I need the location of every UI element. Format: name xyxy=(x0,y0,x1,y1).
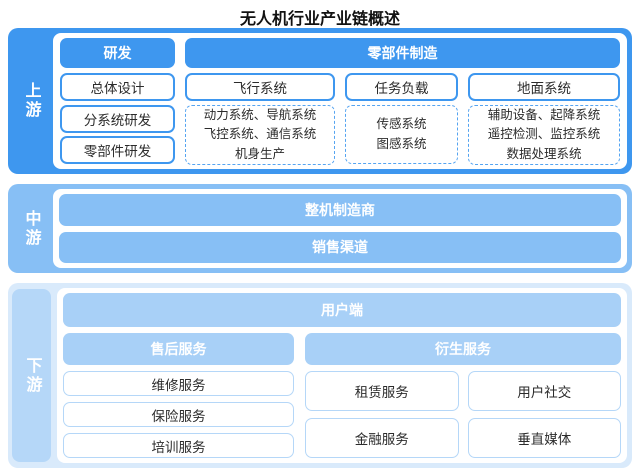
user-side-bar: 用户端 xyxy=(63,293,621,327)
parts-manufacturing-header: 零部件制造 xyxy=(185,38,620,68)
after-sales-column: 售后服务 维修服务 保险服务 培训服务 xyxy=(63,333,294,458)
rnd-item-subsystem-rnd: 分系统研发 xyxy=(60,104,175,133)
upstream-panel: 研发 零部件制造 总体设计 分系统研发 零部件研发 飞行系统 动力系统、导航系统… xyxy=(53,33,627,169)
rnd-column: 总体设计 分系统研发 零部件研发 xyxy=(60,73,175,164)
midstream-label: 中游 xyxy=(8,184,53,273)
after-sales-item-training: 培训服务 xyxy=(63,433,294,458)
derivative-item-finance: 金融服务 xyxy=(305,418,459,458)
upstream-body-row: 总体设计 分系统研发 零部件研发 飞行系统 动力系统、导航系统 飞控系统、通信系… xyxy=(60,73,620,166)
midstream-label-text: 中游 xyxy=(22,209,40,248)
after-sales-item-repair: 维修服务 xyxy=(63,371,294,396)
after-sales-header: 售后服务 xyxy=(63,333,294,365)
after-sales-item-insurance: 保险服务 xyxy=(63,402,294,427)
sales-channel-bar: 销售渠道 xyxy=(59,231,621,263)
downstream-panel: 用户端 售后服务 维修服务 保险服务 培训服务 衍生服务 租赁服务 用户社交 金… xyxy=(57,288,627,463)
midstream-panel: 整机制造商 销售渠道 xyxy=(53,189,627,268)
ground-system-details: 辅助设备、起降系统 遥控检测、监控系统 数据处理系统 xyxy=(468,105,620,166)
downstream-label-text: 下游 xyxy=(23,356,41,395)
ground-system-header: 地面系统 xyxy=(468,73,620,101)
derivative-services-grid: 租赁服务 用户社交 金融服务 垂直媒体 xyxy=(305,371,621,458)
derivative-item-vertical-media: 垂直媒体 xyxy=(467,418,621,458)
flight-system-details: 动力系统、导航系统 飞控系统、通信系统 机身生产 xyxy=(185,105,335,166)
derivative-item-user-social: 用户社交 xyxy=(467,371,621,411)
downstream-columns: 售后服务 维修服务 保险服务 培训服务 衍生服务 租赁服务 用户社交 金融服务 … xyxy=(63,333,621,458)
flight-system-column: 飞行系统 动力系统、导航系统 飞控系统、通信系统 机身生产 xyxy=(185,73,335,166)
rnd-item-parts-rnd: 零部件研发 xyxy=(60,136,175,164)
upstream-label-text: 上游 xyxy=(22,82,40,120)
downstream-label: 下游 xyxy=(12,289,51,462)
upstream-header-row: 研发 零部件制造 xyxy=(60,38,620,68)
mission-payload-details: 传感系统 图感系统 xyxy=(345,105,458,164)
section-midstream: 中游 整机制造商 销售渠道 xyxy=(8,184,632,273)
flight-system-header: 飞行系统 xyxy=(185,73,335,101)
oem-manufacturer-bar: 整机制造商 xyxy=(59,194,621,226)
ground-system-column: 地面系统 辅助设备、起降系统 遥控检测、监控系统 数据处理系统 xyxy=(468,73,620,166)
rnd-item-overall-design: 总体设计 xyxy=(60,73,175,101)
upstream-label: 上游 xyxy=(8,28,53,174)
derivative-item-leasing: 租赁服务 xyxy=(305,371,459,411)
mission-payload-header: 任务负载 xyxy=(345,73,458,101)
section-upstream: 上游 研发 零部件制造 总体设计 分系统研发 零部件研发 飞行系统 动力系统、导… xyxy=(8,28,632,174)
section-downstream: 下游 用户端 售后服务 维修服务 保险服务 培训服务 衍生服务 租赁服务 用户社… xyxy=(8,283,632,468)
derivative-services-column: 衍生服务 租赁服务 用户社交 金融服务 垂直媒体 xyxy=(305,333,621,458)
mission-payload-column: 任务负载 传感系统 图感系统 xyxy=(345,73,458,164)
page-title: 无人机行业产业链概述 xyxy=(239,11,400,28)
rnd-header: 研发 xyxy=(60,38,175,68)
derivative-services-header: 衍生服务 xyxy=(305,333,621,365)
